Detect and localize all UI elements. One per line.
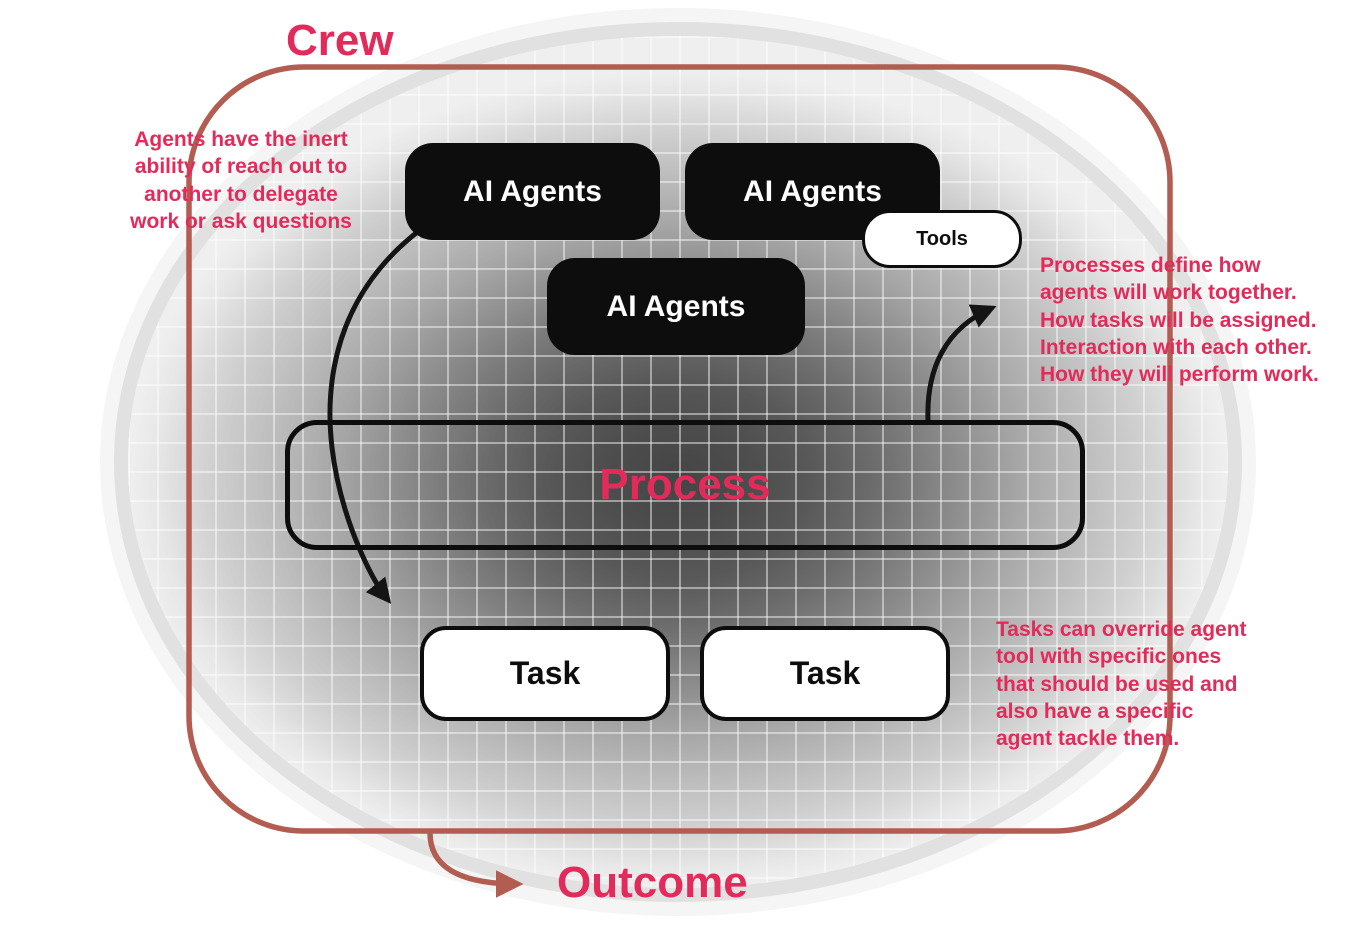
crew-title: Crew bbox=[286, 16, 394, 65]
annotation-tasks-override: Tasks can override agent tool with speci… bbox=[996, 618, 1247, 751]
annotation-processes: Processes define how agents will work to… bbox=[1040, 254, 1319, 387]
task-label-2: Task bbox=[789, 655, 861, 691]
task-box-1: Task bbox=[420, 626, 670, 721]
outcome-arrow bbox=[427, 832, 524, 898]
agents-to-task-arrow bbox=[327, 228, 422, 604]
crew-boundary-border bbox=[186, 64, 1173, 834]
tools-label: Tools bbox=[916, 227, 968, 250]
tools-box: Tools bbox=[862, 210, 1022, 268]
grid-ellipse-background bbox=[128, 36, 1228, 888]
process-label: Process bbox=[599, 460, 771, 509]
ai-agents-label-1: AI Agents bbox=[463, 174, 602, 208]
process-box: Process bbox=[285, 420, 1085, 550]
process-to-note-arrow bbox=[925, 304, 997, 422]
task-box-2: Task bbox=[700, 626, 950, 721]
ai-agents-label-2: AI Agents bbox=[743, 174, 882, 208]
ai-agents-box-3: AI Agents bbox=[547, 258, 805, 355]
outcome-title: Outcome bbox=[557, 858, 748, 907]
task-label-1: Task bbox=[509, 655, 581, 691]
ai-agents-box-1: AI Agents bbox=[405, 143, 660, 240]
ai-agents-label-3: AI Agents bbox=[606, 289, 746, 323]
annotation-agents-delegation: Agents have the inert ability of reach o… bbox=[130, 128, 352, 233]
